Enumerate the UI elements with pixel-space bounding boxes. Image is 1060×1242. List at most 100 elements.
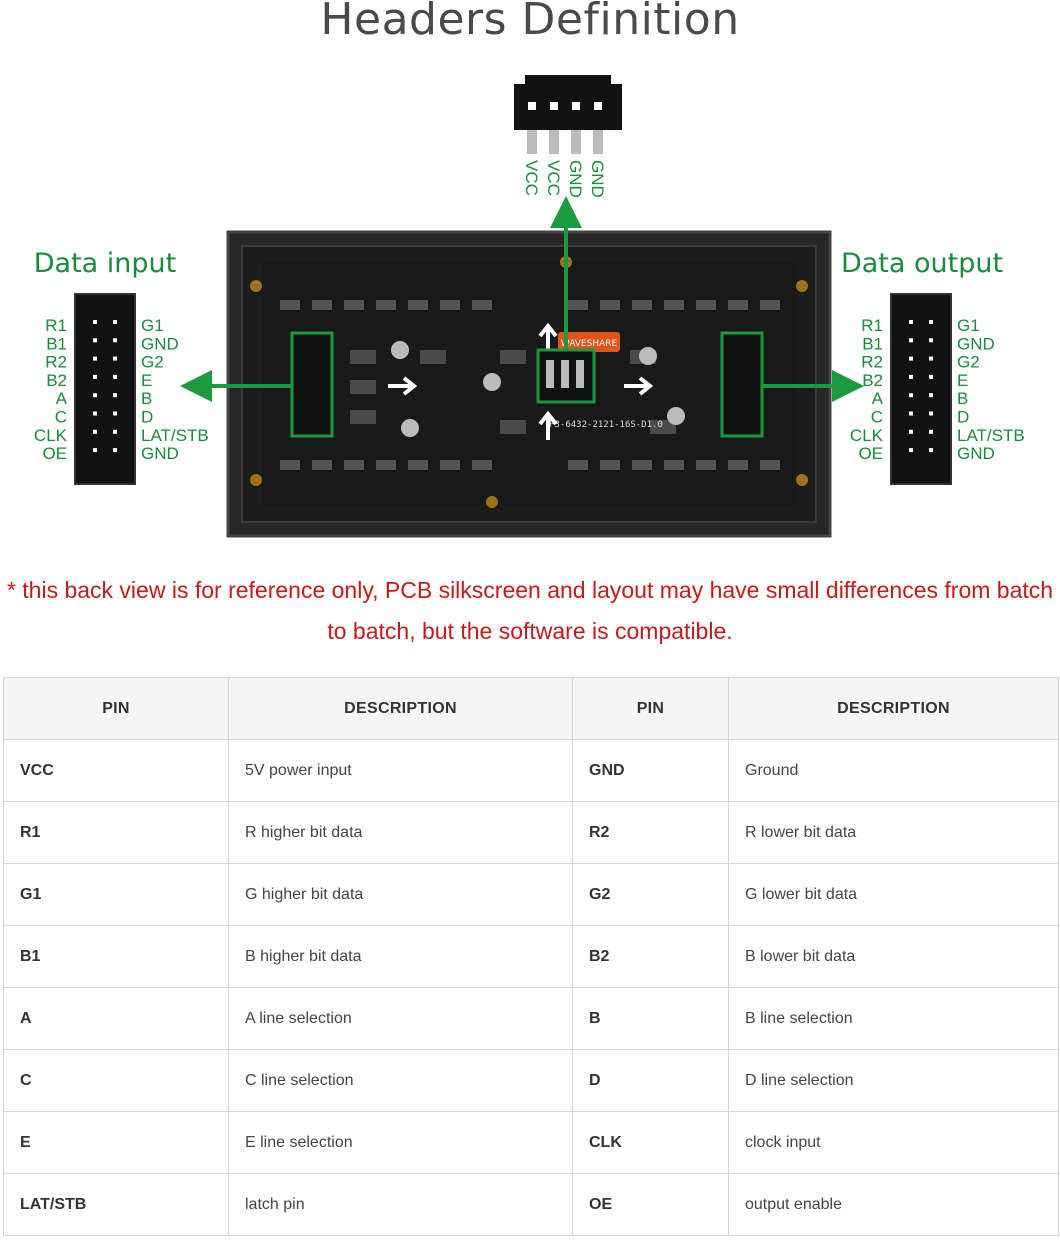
ic-chip <box>696 460 716 470</box>
power-pin-label: VCC <box>544 160 563 196</box>
pin-name: A <box>3 987 229 1050</box>
board-power-header <box>536 348 596 404</box>
table-row: VCC 5V power input GND Ground <box>3 739 1059 802</box>
output-pin-label: CLK <box>850 426 884 445</box>
header-pin-dot <box>113 320 117 324</box>
header-pin-dot <box>909 320 913 324</box>
pin-name: LAT/STB <box>3 1173 229 1236</box>
ic-chip <box>312 460 332 470</box>
pin-name: OE <box>572 1173 729 1236</box>
pin-name: GND <box>572 739 729 802</box>
ic-chip <box>280 300 300 310</box>
pin-name: G2 <box>572 863 729 926</box>
reference-note-line2: to batch, but the software is compatible… <box>327 618 733 644</box>
output-header <box>890 293 952 485</box>
ic-chip <box>632 300 652 310</box>
pin-description: C line selection <box>228 1049 573 1112</box>
header-pin-dot <box>929 411 933 416</box>
input-pin-label: C <box>55 408 67 427</box>
header-pin-dot <box>93 393 97 398</box>
input-pin-label: E <box>141 371 152 390</box>
ic-chip <box>500 350 526 364</box>
pin-description: B line selection <box>728 987 1059 1050</box>
table-row: E E line selection CLK clock input <box>3 1111 1059 1174</box>
data-output-label: Data output <box>841 248 1003 279</box>
col-header-description: DESCRIPTION <box>228 677 573 740</box>
pcb-logo: WAVESHARE <box>561 339 618 349</box>
pin-name: C <box>3 1049 229 1112</box>
header-pin-dot <box>113 448 117 453</box>
ic-chip <box>600 300 620 310</box>
capacitor <box>483 373 501 391</box>
output-pin-label: A <box>872 389 884 408</box>
ic-chip <box>376 300 396 310</box>
ic-chip <box>472 300 492 310</box>
pin-description: latch pin <box>228 1173 573 1236</box>
output-pin-label: G2 <box>957 353 980 372</box>
header-pin-dot <box>113 338 117 343</box>
input-pin-label: G2 <box>141 353 164 372</box>
ic-chip <box>440 300 460 310</box>
input-pin-label: GND <box>141 334 179 353</box>
header-pin-dot <box>113 374 117 379</box>
header-pin-dot <box>93 429 97 434</box>
pin-table: PIN DESCRIPTION PIN DESCRIPTION VCC 5V p… <box>3 677 1059 1236</box>
header-pin-dot <box>929 320 933 324</box>
header-pin-dot <box>909 393 913 398</box>
pin-description: R lower bit data <box>728 801 1059 864</box>
input-pin-label: B1 <box>46 334 67 353</box>
output-pin-label: B <box>957 389 968 408</box>
pcb-board: WAVESHARE P3-6432-2121-16S-D1.0 <box>226 230 832 538</box>
pin-name: CLK <box>572 1111 729 1174</box>
header-pin-dot <box>929 374 933 379</box>
col-header-pin: PIN <box>572 677 729 740</box>
output-pin-label: LAT/STB <box>957 426 1025 445</box>
ic-chip <box>440 460 460 470</box>
pin-name: B <box>572 987 729 1050</box>
pin-description: output enable <box>728 1173 1059 1236</box>
input-pin-label: OE <box>42 444 67 463</box>
pin-description: E line selection <box>228 1111 573 1174</box>
pin-name: D <box>572 1049 729 1112</box>
input-pin-label: LAT/STB <box>141 426 209 445</box>
pin-description: D line selection <box>728 1049 1059 1112</box>
ic-chip <box>600 460 620 470</box>
header-pin-dot <box>929 393 933 398</box>
ic-chip <box>344 460 364 470</box>
header-pin-dot <box>113 411 117 416</box>
header-pin-dot <box>93 411 97 416</box>
input-pin-label: B2 <box>46 371 67 390</box>
ic-chip <box>760 300 780 310</box>
power-connector <box>514 75 622 154</box>
header-pin-dot <box>93 356 97 361</box>
header-pin-dot <box>113 429 117 434</box>
ic-chip <box>760 460 780 470</box>
output-pin-label: G1 <box>957 316 980 335</box>
ic-chip <box>500 420 526 434</box>
pin-name: R1 <box>3 801 229 864</box>
header-pin-dot <box>909 448 913 453</box>
ic-chip <box>650 420 676 434</box>
pin-description: Ground <box>728 739 1059 802</box>
header-pin-dot <box>113 356 117 361</box>
col-header-pin: PIN <box>3 677 229 740</box>
output-pin-label: GND <box>957 334 995 353</box>
pin-name: VCC <box>3 739 229 802</box>
output-pin-label: D <box>957 408 969 427</box>
pin-description: G lower bit data <box>728 863 1059 926</box>
ic-chip <box>350 350 376 364</box>
output-pin-label: C <box>871 408 883 427</box>
pin-description: A line selection <box>228 987 573 1050</box>
header-pin-dot <box>93 338 97 343</box>
header-pin-dot <box>93 448 97 453</box>
input-pin-label: B <box>141 389 152 408</box>
table-row: A A line selection B B line selection <box>3 987 1059 1050</box>
table-row: C C line selection D D line selection <box>3 1049 1059 1112</box>
ic-chip <box>568 300 588 310</box>
power-pin-label: GND <box>588 160 607 198</box>
board-output-header <box>720 331 764 438</box>
col-header-description: DESCRIPTION <box>728 677 1059 740</box>
ic-chip <box>376 460 396 470</box>
mount-holes <box>250 256 808 508</box>
header-pin-dot <box>93 374 97 379</box>
